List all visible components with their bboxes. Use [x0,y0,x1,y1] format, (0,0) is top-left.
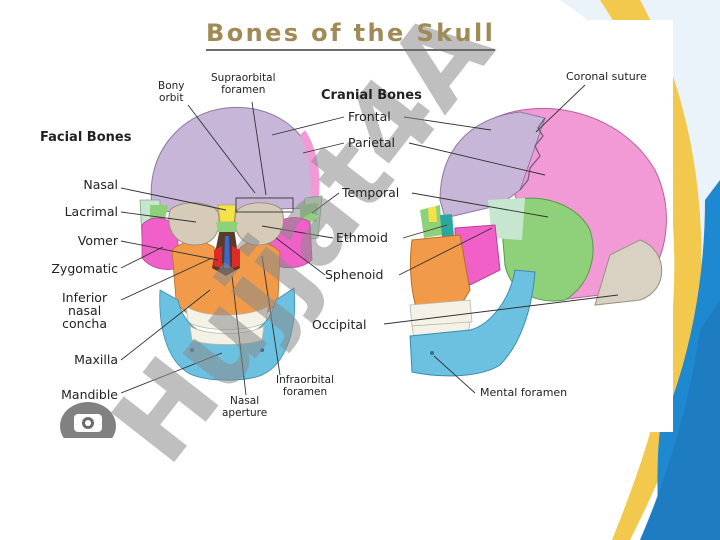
label-ethmoid: Ethmoid [336,230,388,245]
label-sphenoid: Sphenoid [325,267,384,282]
header-facial-bones: Facial Bones [40,130,132,145]
lens-icon[interactable] [60,400,116,438]
label-frontal: Frontal [348,109,391,124]
diagram-title: Bones of the Skull [206,18,496,51]
label-zygomatic: Zygomatic [51,261,118,276]
label-nasal-aperture: Nasal aperture [222,395,268,419]
label-inferior-nasal-concha: Inferior nasal concha [62,290,108,331]
label-maxilla: Maxilla [74,352,118,367]
label-occipital: Occipital [312,317,367,332]
label-coronal-suture: Coronal suture [566,70,647,83]
label-supraorbital-foramen: Supraorbital foramen [211,72,276,96]
label-vomer: Vomer [77,233,118,248]
header-cranial-bones: Cranial Bones [321,88,422,103]
label-mental-foramen: Mental foramen [480,386,568,399]
label-nasal: Nasal [83,177,118,192]
label-mandible: Mandible [61,387,118,402]
label-infraorbital-foramen: Infraorbital foramen [276,374,334,398]
label-lacrimal: Lacrimal [64,204,118,219]
label-bony-orbit: Bony orbit [158,80,185,104]
label-temporal: Temporal [342,185,400,200]
label-parietal: Parietal [348,135,395,150]
